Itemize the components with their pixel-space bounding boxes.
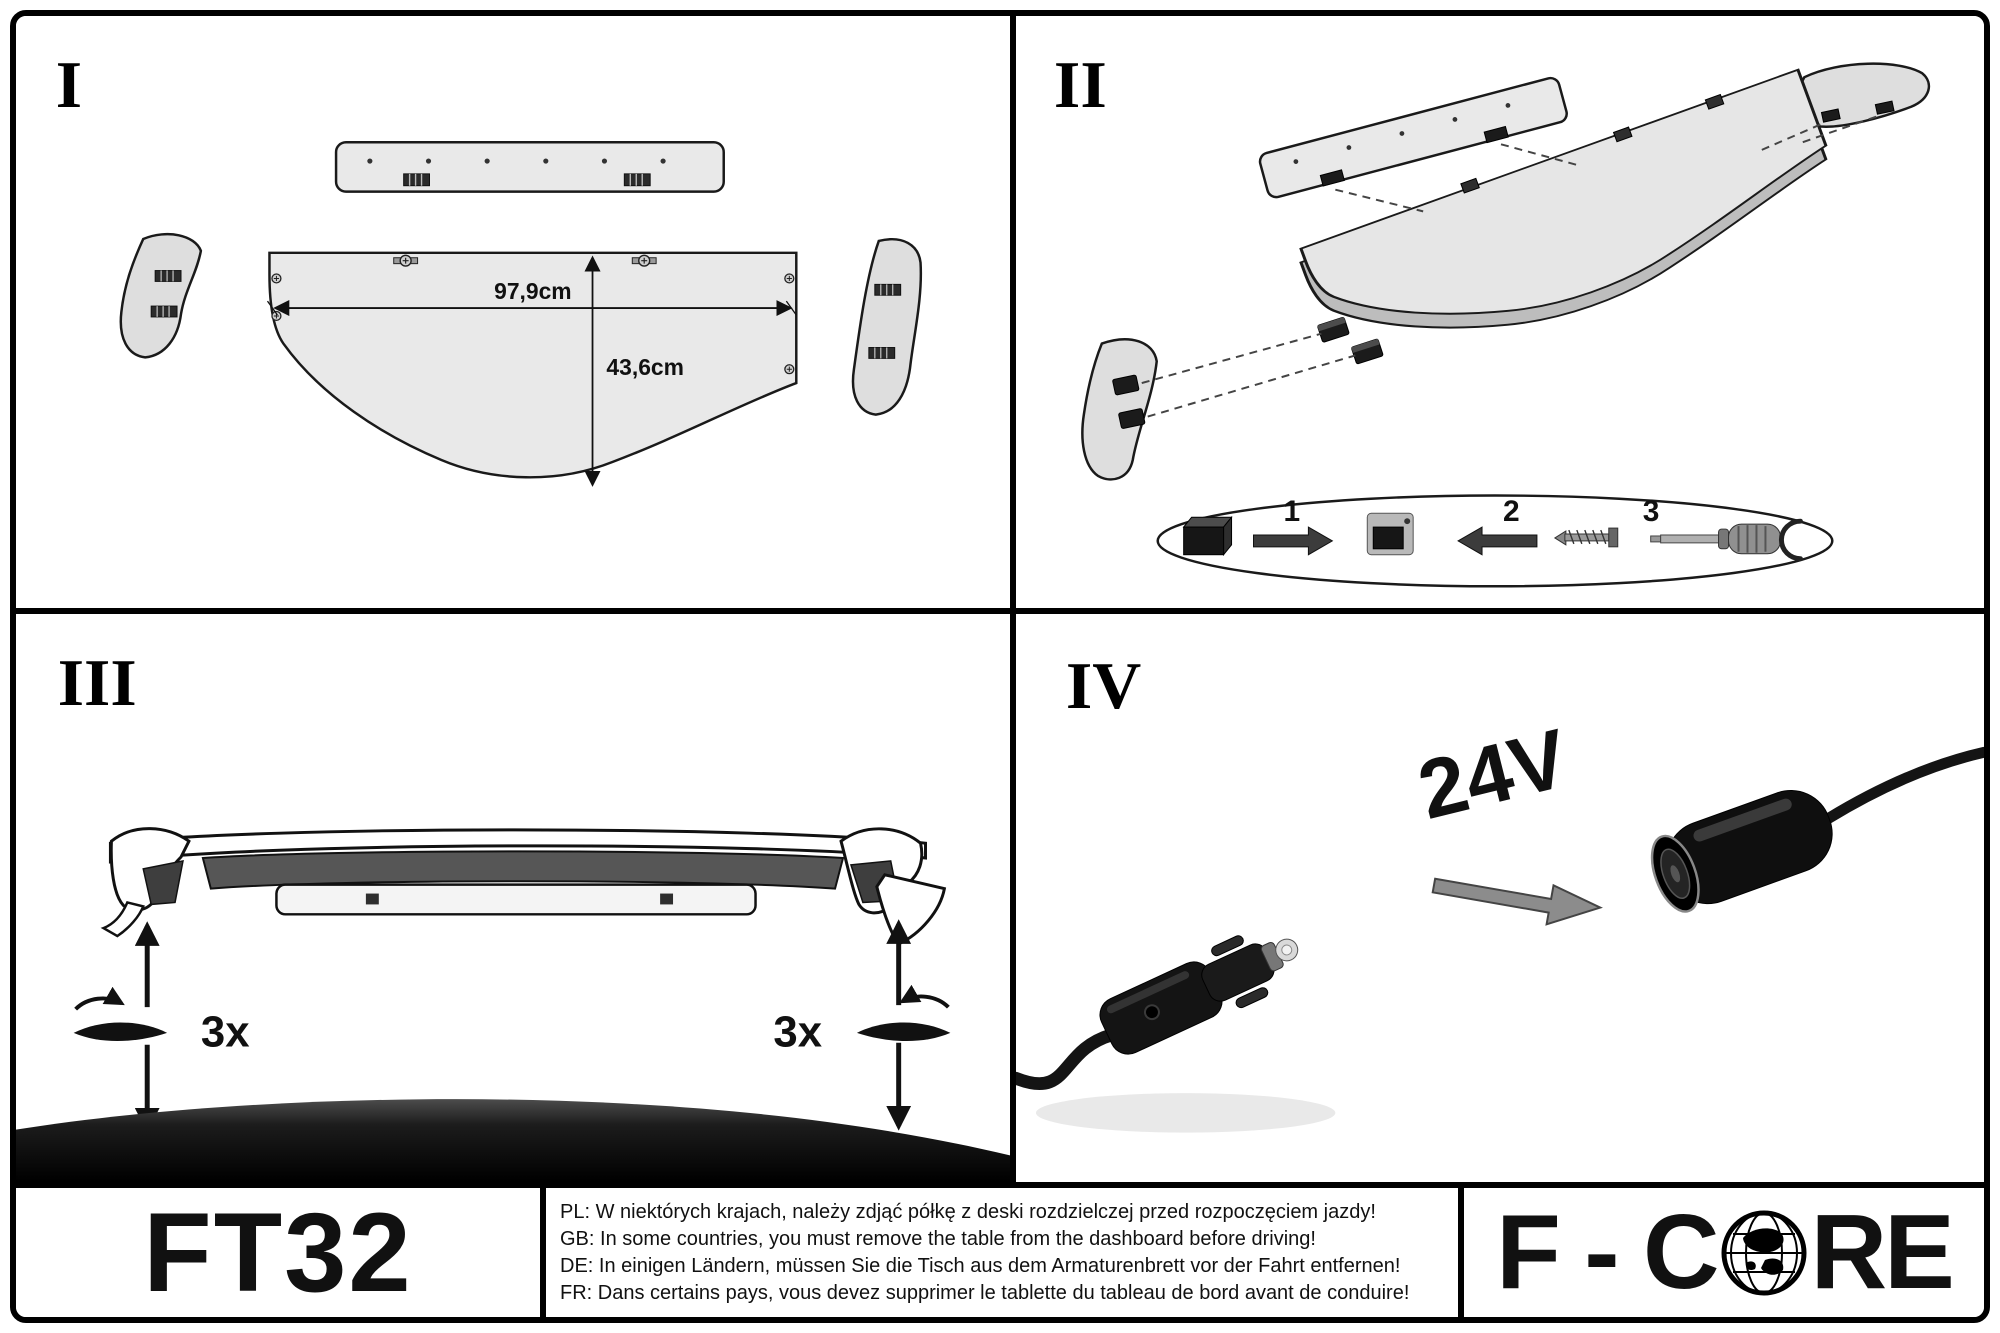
arrow-right-icon: [1253, 526, 1334, 556]
brand-left: F - C: [1496, 1193, 1719, 1311]
socket-cable: [1822, 746, 1984, 824]
panel-3-label: III: [58, 645, 137, 720]
swoosh-arrow-icon: [73, 1022, 168, 1042]
warning-line-gb: GB: In some countries, you must remove t…: [560, 1228, 1316, 1250]
panel-2-label: II: [1054, 47, 1107, 122]
warning-text-block: PL: W niektórych krajach, należy zdjąć p…: [546, 1188, 1464, 1317]
rail-clip: [403, 173, 431, 187]
width-dimension: 97,9cm: [494, 278, 572, 304]
footer-bar: FT32 PL: W niektórych krajach, należy zd…: [16, 1188, 1984, 1317]
left-count: 3x: [201, 1009, 250, 1057]
screwdriver-icon: [1650, 523, 1781, 555]
rail-clip: [623, 173, 651, 187]
plug-cable: [1016, 1028, 1119, 1091]
corner-clip: [1317, 317, 1350, 343]
rail-strip-3d: [1258, 76, 1568, 199]
fastener-icon: [393, 254, 419, 267]
model-number: FT32: [16, 1188, 546, 1317]
rotate-arrow-icon: [74, 986, 125, 1011]
warning-line-de: DE: In einigen Ländern, müssen Sie die T…: [560, 1255, 1401, 1277]
fastener-icon: [631, 254, 657, 267]
edge-screw-icon: [271, 273, 282, 284]
panel-2-assembly: II: [1016, 16, 1984, 608]
dashboard-silhouette: [16, 1099, 1010, 1182]
right-bracket: [851, 238, 923, 416]
tabletop: 97,9cm 43,6cm: [266, 251, 798, 487]
globe-icon: [1721, 1210, 1807, 1295]
brand-right: RE: [1810, 1193, 1955, 1311]
rail-strip: [334, 141, 725, 193]
tabletop-3d: [1299, 68, 1828, 365]
warning-line-pl: PL: W niektórych krajach, należy zdjąć p…: [560, 1201, 1376, 1223]
table-side-view: [100, 827, 947, 946]
left-bracket: [119, 232, 203, 359]
panel-4-diagram: IV 24V: [1016, 648, 1984, 1133]
bottom-row: III: [16, 614, 1984, 1188]
panel-1-diagram: I: [56, 47, 923, 487]
left-bracket-3d: [1081, 338, 1158, 481]
table-clip: [1460, 177, 1480, 194]
voltage-label: 24V: [1409, 711, 1577, 837]
edge-screw-icon: [784, 364, 795, 375]
right-count: 3x: [773, 1009, 822, 1057]
ring-clip-icon: [1779, 518, 1803, 562]
assembly-guides: [1141, 115, 1877, 418]
hardware-inset: 1 2: [1156, 494, 1834, 588]
brand-logo: F - C RE: [1464, 1188, 1984, 1317]
corner-clip: [1351, 338, 1384, 365]
edge-screw-icon: [784, 273, 795, 284]
step-3: 3: [1643, 495, 1660, 528]
mounted-clip: [1366, 512, 1414, 556]
rotate-arrow-icon: [899, 984, 950, 1009]
swoosh-arrow-icon: [856, 1022, 951, 1042]
right-removal-arrows: 3x: [773, 919, 951, 1131]
panel-4-power: IV 24V: [1016, 614, 1984, 1182]
warning-line-fr: FR: Dans certains pays, vous devez suppr…: [560, 1282, 1410, 1304]
screw-icon: [1553, 527, 1619, 548]
panel-1-parts: I: [16, 16, 1016, 608]
panel-3-diagram: III: [16, 645, 1010, 1182]
direction-arrow-icon: [1431, 877, 1603, 926]
step-2: 2: [1503, 495, 1520, 528]
step-1: 1: [1283, 495, 1300, 528]
lighter-plug: [1016, 935, 1299, 1091]
left-removal-arrows: 3x: [73, 921, 250, 1133]
panel-1-label: I: [56, 47, 82, 122]
right-end-bracket: [839, 827, 947, 946]
top-row: I: [16, 16, 1984, 614]
plug-shadow: [1035, 1093, 1336, 1133]
sheet-frame: I: [10, 10, 1990, 1323]
table-clip: [1704, 93, 1725, 110]
left-end-bracket: [100, 827, 191, 938]
table-clip: [1612, 126, 1633, 143]
panel-4-label: IV: [1066, 648, 1141, 723]
clip-box: [1182, 515, 1233, 557]
right-bracket-3d: [1797, 62, 1931, 128]
socket-adapter: [1650, 746, 1984, 913]
height-dimension: 43,6cm: [606, 354, 684, 380]
panel-2-diagram: II: [1054, 47, 1931, 588]
arrow-left-icon: [1457, 526, 1538, 556]
panel-3-removal: III: [16, 614, 1016, 1182]
